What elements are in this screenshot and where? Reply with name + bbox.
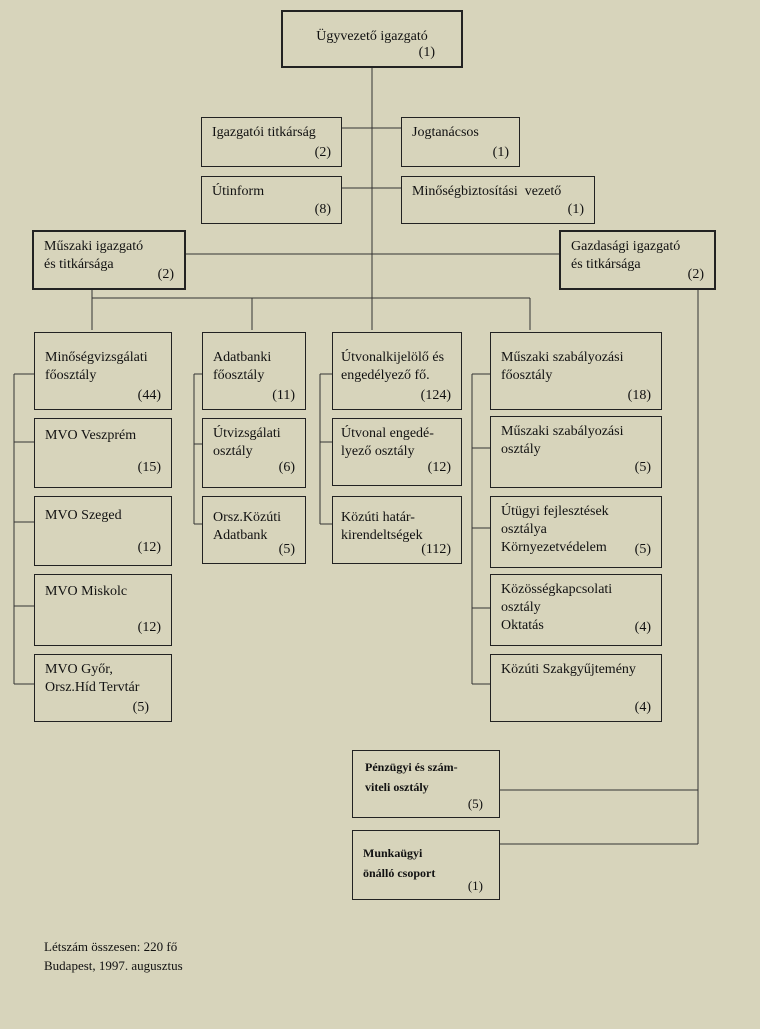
route-dept-count: (124) bbox=[420, 388, 451, 403]
mvo-miskolc-count: (12) bbox=[137, 620, 161, 635]
route-permit-count: (12) bbox=[427, 460, 451, 475]
national-databank-box: Orsz.Közúti Adatbank (5) bbox=[202, 496, 306, 564]
national-databank-count: (5) bbox=[278, 542, 295, 557]
legal-box: Jogtanácsos (1) bbox=[401, 117, 520, 167]
mvo-veszprem-title: MVO Veszprém bbox=[45, 428, 137, 443]
road-dev-count: (5) bbox=[634, 542, 651, 557]
mvo-miskolc-box: MVO Miskolc (12) bbox=[34, 574, 172, 646]
utinform-count: (8) bbox=[314, 202, 331, 217]
collection-box: Közúti Szakgyűjtemény (4) bbox=[490, 654, 662, 722]
utinform-box: Útinform (8) bbox=[201, 176, 342, 224]
ceo-title: Ügyvezető igazgató bbox=[316, 29, 428, 44]
mvo-szeged-box: MVO Szeged (12) bbox=[34, 496, 172, 566]
tech-director-box: Műszaki igazgató és titkársága (2) bbox=[32, 230, 186, 290]
quality-dept-count: (44) bbox=[137, 388, 161, 403]
finance-count: (5) bbox=[467, 796, 483, 811]
mvo-szeged-title: MVO Szeged bbox=[45, 508, 122, 523]
national-databank-title: Orsz.Közúti Adatbank bbox=[213, 510, 282, 543]
route-permit-box: Útvonal engedé- lyező osztály (12) bbox=[332, 418, 462, 486]
quality-manager-title: Minőségbiztosítási vezető bbox=[412, 184, 562, 199]
tech-director-title: Műszaki igazgató és titkársága bbox=[44, 239, 144, 272]
secretariat-box: Igazgatói titkárság (2) bbox=[201, 117, 342, 167]
mvo-gyor-count: (5) bbox=[132, 700, 149, 715]
route-permit-title: Útvonal engedé- lyező osztály bbox=[341, 426, 434, 459]
mvo-szeged-count: (12) bbox=[137, 540, 161, 555]
legal-title: Jogtanácsos bbox=[412, 125, 479, 140]
quality-manager-box: Minőségbiztosítási vezető (1) bbox=[401, 176, 595, 224]
econ-director-count: (2) bbox=[687, 267, 704, 282]
total-staff-note: Létszám összesen: 220 fő bbox=[44, 939, 178, 954]
route-dept-box: Útvonalkijelölő és engedélyező fő. (124) bbox=[332, 332, 462, 410]
secretariat-title: Igazgatói titkárság bbox=[212, 125, 316, 140]
road-inspection-count: (6) bbox=[278, 460, 295, 475]
tech-reg-dept-count: (18) bbox=[627, 388, 651, 403]
finance-box: Pénzügyi és szám- viteli osztály (5) bbox=[352, 750, 500, 818]
ceo-count: (1) bbox=[418, 45, 435, 60]
tech-reg-dept-box: Műszaki szabályozási főosztály (18) bbox=[490, 332, 662, 410]
hr-title: Munkaügyi önálló csoport bbox=[363, 846, 436, 880]
road-inspection-box: Útvizsgálati osztály (6) bbox=[202, 418, 306, 488]
tech-reg-dept-title: Műszaki szabályozási főosztály bbox=[501, 350, 624, 383]
place-date-note: Budapest, 1997. augusztus bbox=[44, 958, 183, 973]
quality-dept-box: Minőségvizsgálati főosztály (44) bbox=[34, 332, 172, 410]
border-offices-title: Közúti határ- kirendeltségek bbox=[341, 510, 423, 543]
econ-director-title: Gazdasági igazgató és titkársága bbox=[571, 239, 681, 272]
legal-count: (1) bbox=[492, 145, 509, 160]
road-inspection-title: Útvizsgálati osztály bbox=[213, 426, 281, 459]
mvo-miskolc-title: MVO Miskolc bbox=[45, 584, 128, 599]
mvo-gyor-title: MVO Győr, Orsz.Híd Tervtár bbox=[45, 662, 140, 695]
road-dev-title: Útügyi fejlesztések osztálya Környezetvé… bbox=[501, 504, 609, 555]
databank-dept-title: Adatbanki főosztály bbox=[213, 350, 272, 383]
tech-reg-count: (5) bbox=[634, 460, 651, 475]
pr-count: (4) bbox=[634, 620, 651, 635]
route-dept-title: Útvonalkijelölő és engedélyező fő. bbox=[341, 350, 445, 383]
hr-box: Munkaügyi önálló csoport (1) bbox=[352, 830, 500, 900]
ceo-box: Ügyvezető igazgató (1) bbox=[281, 10, 463, 68]
finance-title: Pénzügyi és szám- viteli osztály bbox=[365, 760, 458, 794]
tech-director-count: (2) bbox=[157, 267, 174, 282]
utinform-title: Útinform bbox=[212, 184, 265, 199]
tech-reg-box: Műszaki szabályozási osztály (5) bbox=[490, 416, 662, 488]
quality-dept-title: Minőségvizsgálati főosztály bbox=[45, 350, 148, 383]
tech-reg-title: Műszaki szabályozási osztály bbox=[501, 424, 624, 457]
collection-title: Közúti Szakgyűjtemény bbox=[501, 662, 636, 677]
collection-count: (4) bbox=[634, 700, 651, 715]
mvo-veszprem-count: (15) bbox=[137, 460, 161, 475]
secretariat-count: (2) bbox=[314, 145, 331, 160]
mvo-gyor-box: MVO Győr, Orsz.Híd Tervtár (5) bbox=[34, 654, 172, 722]
databank-dept-count: (11) bbox=[272, 388, 295, 403]
border-offices-box: Közúti határ- kirendeltségek (112) bbox=[332, 496, 462, 564]
quality-manager-count: (1) bbox=[567, 202, 584, 217]
databank-dept-box: Adatbanki főosztály (11) bbox=[202, 332, 306, 410]
mvo-veszprem-box: MVO Veszprém (15) bbox=[34, 418, 172, 488]
hr-count: (1) bbox=[467, 878, 483, 893]
border-offices-count: (112) bbox=[421, 542, 451, 557]
pr-box: Közösségkapcsolati osztály Oktatás (4) bbox=[490, 574, 662, 646]
econ-director-box: Gazdasági igazgató és titkársága (2) bbox=[559, 230, 716, 290]
pr-title: Közösségkapcsolati osztály Oktatás bbox=[501, 582, 613, 633]
road-dev-box: Útügyi fejlesztések osztálya Környezetvé… bbox=[490, 496, 662, 568]
